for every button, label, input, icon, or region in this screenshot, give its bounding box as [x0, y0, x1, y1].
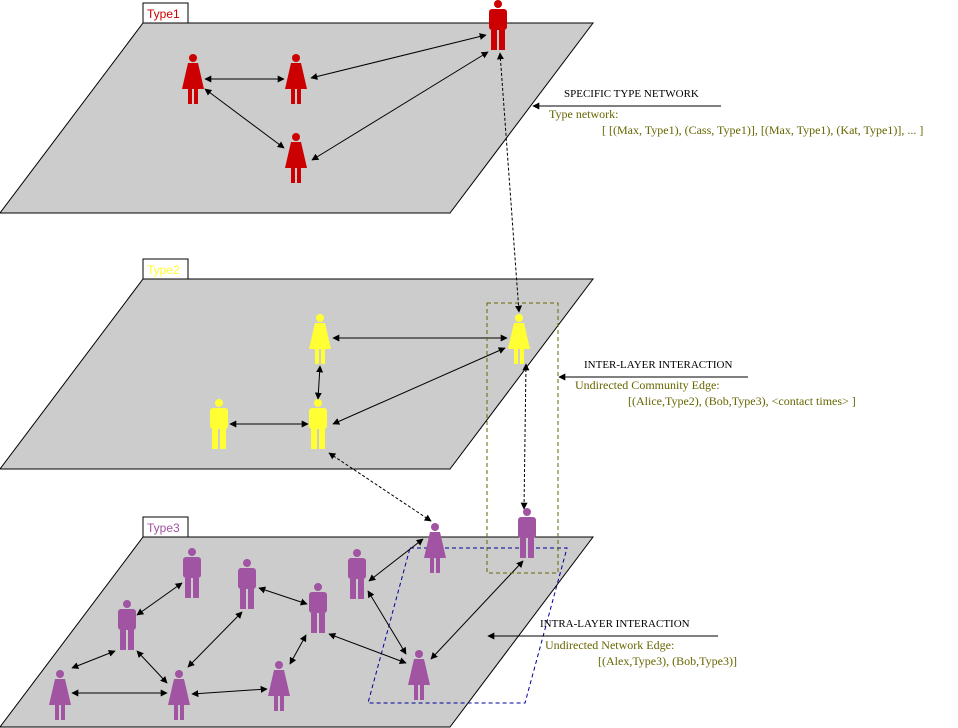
layer-plane-type2: [0, 278, 595, 470]
annotation-heading-inter: INTER-LAYER INTERACTION: [584, 359, 732, 371]
edge-type1-c-d: [311, 51, 489, 161]
edge-type3-2-6: [258, 586, 308, 606]
layer-tab-type1: [142, 2, 189, 24]
annotation-line1-intra: Undirected Network Edge:: [545, 638, 674, 652]
layer-tab-type2: [142, 258, 189, 280]
edge-type3-5-8: [136, 650, 168, 684]
layer-plane-type1: [0, 22, 595, 214]
edge-type3-5-1: [136, 582, 183, 616]
edge-type3-6-alex: [328, 632, 407, 665]
edge-type2-a-d: [314, 365, 324, 400]
annotation-line1-inter: Undirected Community Edge:: [575, 378, 720, 392]
edge-type3-3-4: [368, 538, 424, 582]
layer-label-type3: Type3: [147, 521, 180, 535]
annotation-line1-specific: Type network:: [549, 107, 618, 121]
annotation-inter-layer-interaction: INTER-LAYER INTERACTION Undirected Commu…: [558, 359, 856, 408]
annotation-intra-layer-interaction: INTRA-LAYER INTERACTION Undirected Netwo…: [487, 618, 737, 668]
layer-type1: Type1: [0, 0, 595, 214]
edge-type1-a-c: [204, 88, 285, 149]
layer-type2: Type2: [0, 258, 595, 470]
annotation-line2-specific: [ [(Max, Type1), (Cass, Type1)], [(Max, …: [602, 123, 923, 137]
layer-type3: Type3: [0, 508, 595, 728]
edge-type3-5-7: [71, 650, 116, 669]
inter-edge-type2-type3-cross: [328, 452, 432, 522]
edge-type3-alex-bob: [430, 560, 524, 660]
annotation-line2-intra: [(Alex,Type3), (Bob,Type3)]: [598, 654, 737, 668]
edge-type2-d-b: [332, 347, 506, 425]
annotation-specific-type-network: SPECIFIC TYPE NETWORK Type network: [ [(…: [532, 88, 923, 137]
layer-label-type2: Type2: [147, 263, 180, 277]
edge-type3-6-9: [289, 634, 307, 665]
edge-type3-8-2: [187, 611, 243, 668]
layer-tab-type3: [142, 516, 189, 538]
inter-edge-type2-type3-community: [520, 363, 530, 510]
layer-plane-type3: [0, 536, 595, 728]
layer-label-type1: Type1: [147, 7, 180, 21]
edge-type3-8-9: [191, 685, 268, 698]
annotation-heading-intra: INTRA-LAYER INTERACTION: [540, 618, 690, 630]
edge-type3-3-alex: [367, 590, 407, 655]
annotation-line2-inter: [(Alice,Type2), (Bob,Type3), <contact ti…: [628, 394, 856, 408]
inter-layer-community-box: [486, 302, 559, 574]
annotation-heading-specific: SPECIFIC TYPE NETWORK: [564, 88, 699, 100]
inter-edge-type1-type2: [496, 52, 523, 313]
